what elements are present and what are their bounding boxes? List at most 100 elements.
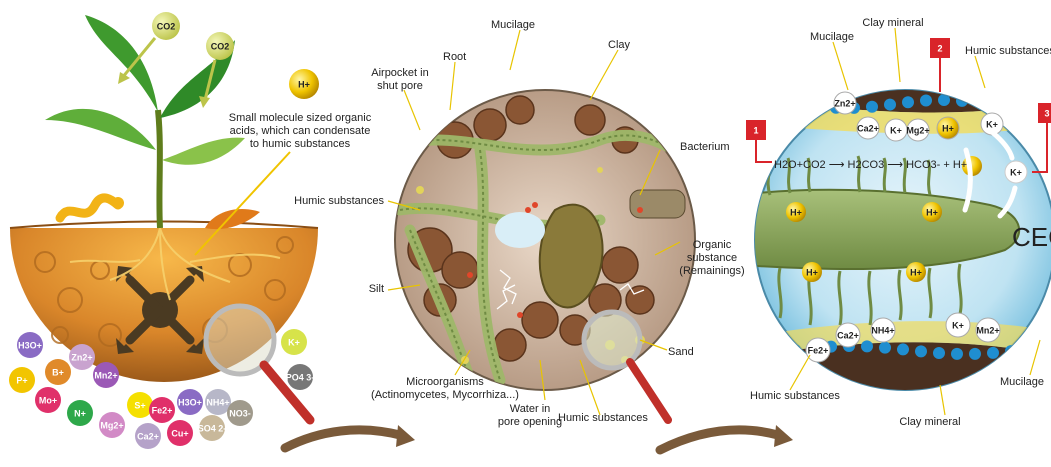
negative-charge-top: [866, 101, 878, 113]
root-h-label: H+: [926, 207, 938, 217]
top-ion-label: Zn2+: [834, 98, 855, 108]
ion-label: B+: [52, 367, 64, 377]
ion-label: Mg2+: [100, 420, 123, 430]
label-airpocket-1: Airpocket in: [371, 67, 428, 79]
top-ion-label: Ca2+: [857, 123, 879, 133]
label3-clay-bottom: Clay mineral: [899, 416, 960, 428]
ion-label: N+: [74, 408, 86, 418]
negative-charge-bottom: [969, 348, 981, 360]
co2-right-label: CO2: [211, 41, 230, 51]
worm: [60, 198, 118, 218]
ion-label: K+: [288, 337, 300, 347]
panel-soil-closeup: Mucilage Clay Root Airpocket in shut por…: [294, 19, 745, 428]
bottom-ion-label: K+: [952, 320, 964, 330]
label-humic-left: Humic substances: [294, 195, 384, 207]
top-ion-label: K+: [890, 125, 902, 135]
h-plus-label: H+: [298, 79, 310, 89]
ion-label: S+: [134, 400, 145, 410]
step-3-label: 3: [1044, 108, 1049, 118]
ion-label: NH4+: [206, 397, 229, 407]
leaf-right-low: [162, 138, 245, 165]
label-airpocket-2: shut pore: [377, 80, 423, 92]
ion-label: PO4 3-: [286, 372, 315, 382]
label3-mucilage-top: Mucilage: [810, 31, 854, 43]
acids-text-1: Small molecule sized organic: [229, 112, 372, 124]
panel-plant-soil: CO2 CO2 H+ Small molecule sized organic …: [9, 12, 372, 449]
ion-label: P+: [16, 375, 27, 385]
label3-humic-bottom: Humic substances: [750, 390, 840, 402]
negative-charge-top: [1010, 101, 1022, 113]
label3-clay-top: Clay mineral: [862, 17, 923, 29]
negative-charge-top: [884, 99, 896, 111]
negative-charge-top: [812, 100, 824, 112]
negative-charge-bottom: [879, 342, 891, 354]
ion-label: NO3-: [229, 408, 251, 418]
ion-label: Mn2+: [94, 370, 117, 380]
label-microorganisms-1: Microorganisms: [406, 376, 484, 388]
label-water-2: pore opening: [498, 416, 562, 428]
carbonic-equation: H2O+CO2 ⟶ H2CO3 ⟶ HCO3- + H+: [774, 159, 967, 171]
negative-charge-top: [902, 96, 914, 108]
ion-label: H3O+: [178, 397, 202, 407]
label-organic-1: Organic: [693, 239, 732, 251]
co2-left-label: CO2: [157, 21, 176, 31]
bottom-ion-label: Fe2+: [808, 345, 829, 355]
cec-label: CEC: [1012, 222, 1051, 252]
negative-charge-top: [920, 95, 932, 107]
acids-text-3: to humic substances: [250, 138, 351, 150]
bacterium: [630, 190, 685, 218]
ion-label: Zn2+: [71, 352, 92, 362]
plant-stem: [158, 110, 160, 228]
label-root: Root: [443, 51, 466, 63]
root-h-label: H+: [790, 207, 802, 217]
negative-charge-bottom: [861, 340, 873, 352]
label-humic-bottom: Humic substances: [558, 412, 648, 424]
k-free-label: K+: [1010, 167, 1022, 177]
ion-label: Fe2+: [152, 405, 173, 415]
flow-arrow-2: [660, 430, 778, 450]
label-clay: Clay: [608, 39, 631, 51]
label-organic-2: substance: [687, 252, 737, 264]
step-1-label: 1: [753, 125, 758, 135]
leaf-top: [85, 15, 158, 112]
bottom-ion-label: Mn2+: [976, 325, 999, 335]
negative-charge-bottom: [915, 345, 927, 357]
label3-humic-top: Humic substances: [965, 45, 1051, 57]
negative-charge-top: [794, 98, 806, 110]
ion-label: Ca2+: [137, 431, 159, 441]
label-mucilage: Mucilage: [491, 19, 535, 31]
root-body: [740, 190, 1019, 269]
acids-text-2: acids, which can condensate: [230, 125, 371, 137]
step-2-label: 2: [937, 43, 942, 53]
negative-charge-bottom: [933, 347, 945, 359]
ion-label: Cu+: [171, 428, 188, 438]
top-ion-label: Mg2+: [906, 125, 929, 135]
leaf-left: [45, 109, 156, 150]
label3-mucilage-bottom: Mucilage: [1000, 376, 1044, 388]
label-bacterium: Bacterium: [680, 141, 730, 153]
ion-label: H3O+: [18, 340, 42, 350]
label-sand: Sand: [668, 346, 694, 358]
root-h-label: H+: [910, 267, 922, 277]
label-microorganisms-2: (Actinomycetes, Mycorrhiza...): [371, 389, 519, 401]
bottom-ion-label: NH4+: [871, 325, 894, 335]
top-ion-label: H+: [942, 123, 954, 133]
label-water-1: Water in: [510, 403, 551, 415]
negative-charge-bottom: [789, 344, 801, 356]
negative-charge-bottom: [951, 348, 963, 360]
flow-arrow-1: [285, 430, 400, 448]
fallen-leaf: [205, 209, 260, 229]
negative-charge-bottom: [897, 343, 909, 355]
panel-root-exchange: Zn2+ Ca2+ K+ Mg2+ H+ K+ Fe2+ Ca2+ NH4+ K+ Mn2+ H+ H+…: [740, 17, 1051, 428]
negative-charge-bottom: [1023, 343, 1035, 355]
negative-charge-bottom: [987, 347, 999, 359]
ion-label: Mo+: [39, 395, 57, 405]
label-organic-3: (Remainings): [679, 265, 744, 277]
bottom-ion-label: Ca2+: [837, 330, 859, 340]
top-ion-label: K+: [986, 119, 998, 129]
ion-label: SO4 2-: [198, 423, 227, 433]
label-silt: Silt: [369, 283, 384, 295]
root-h-label: H+: [806, 267, 818, 277]
negative-charge-top: [992, 99, 1004, 111]
